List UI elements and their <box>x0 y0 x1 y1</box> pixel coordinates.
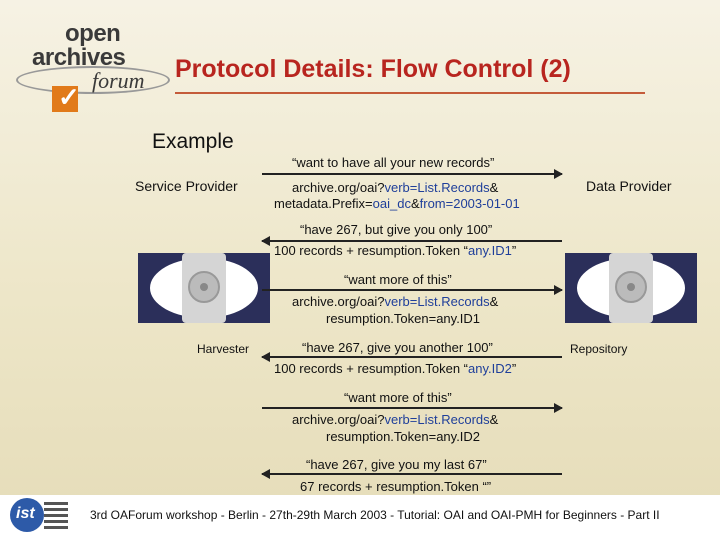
logo-ring <box>16 66 170 94</box>
ist-logo-circle <box>10 498 44 532</box>
request-url-3-line2: resumption.Token=any.ID2 <box>326 429 481 444</box>
logo-word-archives: archives <box>32 44 126 71</box>
response-records-2: 100 records + resumption.Token “any.ID2” <box>274 361 517 376</box>
ist-logo-icon: ist <box>10 494 68 536</box>
request-quote-1: “want to have all your new records” <box>292 155 495 170</box>
arrow-left-1 <box>261 236 562 246</box>
example-heading: Example <box>152 130 234 153</box>
slide-title: Protocol Details: Flow Control (2) <box>175 55 571 83</box>
request-url-2-line1: archive.org/oai?verb=List.Records& <box>292 294 499 309</box>
request-url-1-line2: metadata.Prefix=oai_dc&from=2003-01-01 <box>274 196 520 211</box>
eye-disk-icon <box>138 253 270 323</box>
repository-label: Repository <box>570 342 628 356</box>
request-url-3-line1: archive.org/oai?verb=List.Records& <box>292 412 499 427</box>
request-url-1-line1: archive.org/oai?verb=List.Records& <box>292 180 499 195</box>
response-records-1: 100 records + resumption.Token “any.ID1” <box>274 243 517 258</box>
service-provider-label: Service Provider <box>135 178 238 194</box>
ist-logo-bars <box>44 502 68 530</box>
response-quote-1: “have 267, but give you only 100” <box>300 222 493 237</box>
arrow-right-3 <box>262 403 563 413</box>
request-url-2-line2: resumption.Token=any.ID1 <box>326 311 481 326</box>
disk-center <box>200 283 208 291</box>
disk-center <box>627 283 635 291</box>
arrow-left-3 <box>261 469 562 479</box>
footer-text: 3rd OAForum workshop - Berlin - 27th-29t… <box>90 508 660 522</box>
response-records-3: 67 records + resumption.Token “” <box>300 479 492 494</box>
arrow-left-2 <box>261 352 562 362</box>
data-provider-label: Data Provider <box>586 178 672 194</box>
arrow-right-2 <box>262 285 563 295</box>
request-quote-2: “want more of this” <box>344 272 452 287</box>
open-archives-forum-logo: open archives forum ✓ <box>10 16 170 112</box>
footer-bar <box>0 495 720 540</box>
eye-disk-icon <box>565 253 697 323</box>
response-quote-3: “have 267, give you my last 67” <box>306 457 487 472</box>
harvester-label: Harvester <box>197 342 250 356</box>
arrow-right-1 <box>262 169 563 179</box>
checkmark-icon: ✓ <box>58 82 80 112</box>
logo-orange-square <box>52 86 78 112</box>
logo-word-open: open <box>65 20 121 47</box>
request-quote-3: “want more of this” <box>344 390 452 405</box>
title-underline <box>175 92 645 94</box>
response-quote-2: “have 267, give you another 100” <box>302 340 493 355</box>
logo-word-forum: forum <box>92 68 145 93</box>
ist-logo-text: ist <box>16 505 35 522</box>
